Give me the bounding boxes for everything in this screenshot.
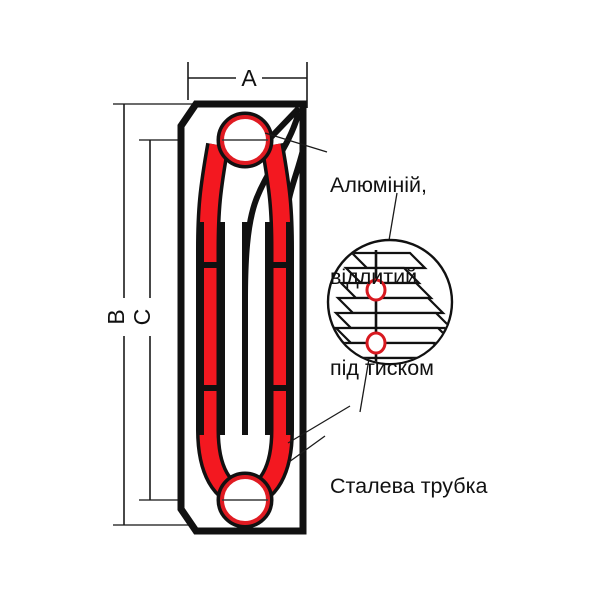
internal-fins bbox=[198, 222, 292, 435]
leader-aluminium bbox=[264, 132, 328, 153]
callout-aluminium-line3: під тиском bbox=[330, 356, 434, 381]
callout-aluminium: Алюміній, відлитий під тиском bbox=[330, 109, 434, 445]
dimension-a-group: A bbox=[187, 62, 308, 108]
fin-slab-4 bbox=[335, 296, 446, 315]
callout-steel-tube-line1: Сталева трубка bbox=[330, 474, 488, 499]
fin-slab-2 bbox=[343, 266, 422, 285]
port-bottom bbox=[216, 471, 274, 529]
fin-slab-5 bbox=[333, 311, 451, 330]
callout-aluminium-line1: Алюміній, bbox=[330, 173, 427, 198]
dimension-a-label: A bbox=[241, 65, 257, 91]
inset-tube-section-1 bbox=[365, 278, 387, 302]
fin-stack-detail bbox=[326, 238, 454, 366]
leader-steel-upper bbox=[287, 405, 351, 444]
port-top bbox=[216, 111, 274, 169]
fin-slab-1 bbox=[349, 251, 428, 270]
dimension-b-label: B bbox=[103, 309, 129, 324]
leader-steel-lower bbox=[288, 435, 326, 463]
dimension-c-label: C bbox=[129, 309, 155, 326]
fin-slab-6 bbox=[333, 326, 451, 345]
callout-aluminium-line2: відлитий bbox=[330, 264, 418, 289]
inset-tube-section-2 bbox=[365, 331, 387, 355]
callout-steel-tube: Сталева трубка bbox=[330, 410, 487, 563]
